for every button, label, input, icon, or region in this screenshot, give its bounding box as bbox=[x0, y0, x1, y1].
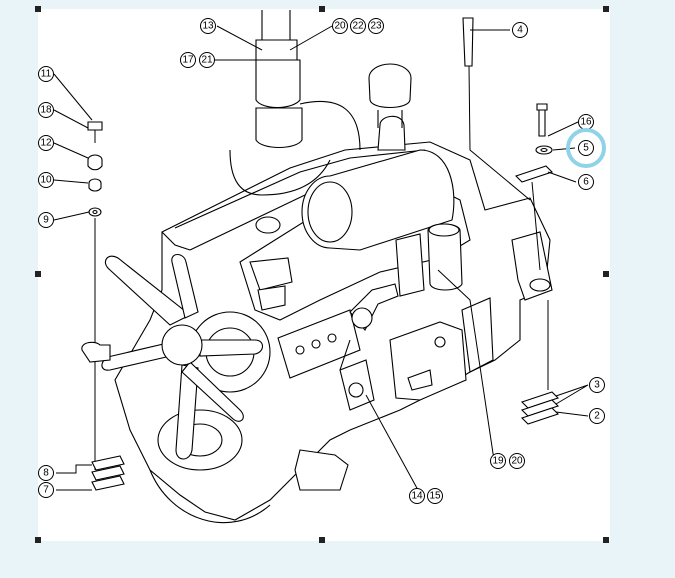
side-bracket bbox=[461, 297, 494, 373]
washer-9 bbox=[88, 207, 102, 217]
svg-text:9: 9 bbox=[43, 215, 49, 226]
svg-text:19: 19 bbox=[492, 456, 504, 467]
svg-text:16: 16 bbox=[580, 117, 592, 128]
shim-3 bbox=[520, 391, 560, 409]
callout-16[interactable]: 16 bbox=[578, 114, 594, 130]
callout-15[interactable]: 15 bbox=[427, 488, 443, 504]
mount-bracket-6 bbox=[514, 165, 554, 183]
callout-7[interactable]: 7 bbox=[38, 482, 54, 498]
shim-7 bbox=[91, 465, 125, 481]
oil-pan bbox=[294, 449, 349, 491]
svg-text:14: 14 bbox=[411, 491, 423, 502]
callout-21[interactable]: 21 bbox=[199, 52, 215, 68]
oil-filler-cap bbox=[255, 216, 281, 234]
resize-handle-top-center[interactable] bbox=[319, 6, 325, 12]
oil-filter-block bbox=[277, 309, 361, 379]
svg-text:18: 18 bbox=[40, 105, 52, 116]
callout-9[interactable]: 9 bbox=[38, 212, 54, 228]
svg-text:17: 17 bbox=[182, 55, 194, 66]
fan bbox=[101, 253, 264, 460]
callout-14[interactable]: 14 bbox=[409, 488, 425, 504]
engine-illustration bbox=[101, 10, 553, 524]
callout-20-top[interactable]: 20 bbox=[332, 18, 348, 34]
resize-handle-bottom-left[interactable] bbox=[35, 537, 41, 543]
svg-text:2: 2 bbox=[594, 411, 600, 422]
svg-text:13: 13 bbox=[202, 21, 214, 32]
callout-12[interactable]: 12 bbox=[38, 135, 54, 151]
svg-text:4: 4 bbox=[517, 25, 523, 36]
shim-2 bbox=[520, 407, 560, 425]
resize-handle-top-left[interactable] bbox=[35, 6, 41, 12]
callout-22[interactable]: 22 bbox=[350, 18, 366, 34]
leader-lines bbox=[53, 25, 589, 491]
svg-text:22: 22 bbox=[352, 21, 364, 32]
svg-text:21: 21 bbox=[201, 55, 213, 66]
callout-5-highlight-ring bbox=[566, 128, 606, 168]
thermostat-housing bbox=[249, 257, 293, 291]
svg-text:15: 15 bbox=[429, 491, 441, 502]
callout-13[interactable]: 13 bbox=[200, 18, 216, 34]
svg-text:8: 8 bbox=[43, 468, 49, 479]
svg-text:7: 7 bbox=[43, 485, 49, 496]
svg-text:12: 12 bbox=[40, 138, 52, 149]
svg-text:10: 10 bbox=[40, 175, 52, 186]
resize-handle-middle-right[interactable] bbox=[603, 271, 609, 277]
callout-3[interactable]: 3 bbox=[589, 377, 605, 393]
loose-parts bbox=[81, 17, 560, 491]
lifting-bracket-left bbox=[81, 341, 111, 363]
callout-11[interactable]: 11 bbox=[38, 66, 54, 82]
callout-10[interactable]: 10 bbox=[38, 172, 54, 188]
washer-5 bbox=[535, 145, 553, 155]
callout-5[interactable]: 5 bbox=[578, 140, 594, 156]
resize-handle-top-right[interactable] bbox=[603, 6, 609, 12]
callout-6[interactable]: 6 bbox=[578, 174, 594, 190]
callout-19[interactable]: 19 bbox=[490, 453, 506, 469]
fuel-filter-left bbox=[395, 233, 425, 297]
svg-text:6: 6 bbox=[583, 177, 589, 188]
callout-4[interactable]: 4 bbox=[512, 22, 528, 38]
resize-handle-middle-left[interactable] bbox=[35, 271, 41, 277]
callout-18[interactable]: 18 bbox=[38, 102, 54, 118]
svg-text:20: 20 bbox=[334, 21, 346, 32]
callout-2[interactable]: 2 bbox=[589, 408, 605, 424]
callout-17[interactable]: 17 bbox=[180, 52, 196, 68]
bolt-16 bbox=[536, 103, 548, 111]
bolt-11 bbox=[87, 121, 103, 131]
svg-text:3: 3 bbox=[594, 380, 600, 391]
svg-text:11: 11 bbox=[41, 69, 52, 80]
svg-text:23: 23 bbox=[370, 21, 382, 32]
callout-20-bottom[interactable]: 20 bbox=[509, 453, 525, 469]
resize-handle-bottom-right[interactable] bbox=[603, 537, 609, 543]
selection-handles[interactable] bbox=[35, 6, 609, 543]
shim-8 bbox=[91, 455, 125, 471]
intake-pipe bbox=[377, 115, 406, 151]
svg-text:5: 5 bbox=[583, 143, 589, 154]
resize-handle-bottom-center[interactable] bbox=[319, 537, 325, 543]
callout-23[interactable]: 23 bbox=[368, 18, 384, 34]
callout-8[interactable]: 8 bbox=[38, 465, 54, 481]
svg-text:20: 20 bbox=[511, 456, 523, 467]
dipstick bbox=[462, 17, 474, 67]
